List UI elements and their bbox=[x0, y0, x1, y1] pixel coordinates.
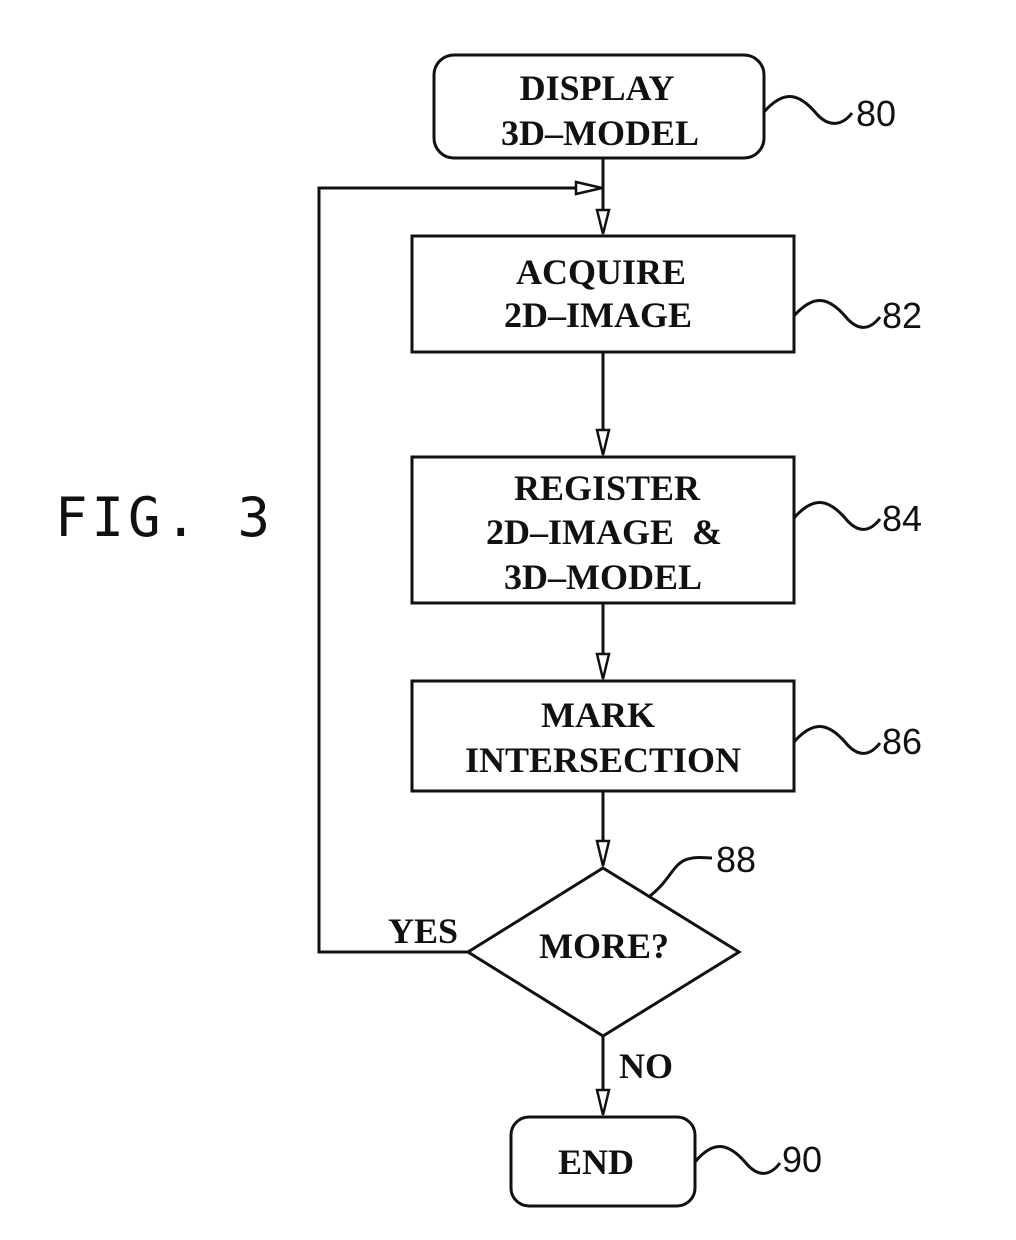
step-82-line-1: ACQUIRE bbox=[516, 252, 686, 292]
step-90-node: END bbox=[511, 1117, 695, 1206]
no-label: NO bbox=[619, 1046, 673, 1086]
leader-90 bbox=[695, 1147, 780, 1174]
arrowhead-into-88 bbox=[597, 841, 609, 866]
arrowhead-into-90 bbox=[597, 1090, 609, 1115]
step-90-line-1: END bbox=[558, 1142, 634, 1182]
step-82-line-2: 2D–IMAGE bbox=[504, 295, 692, 335]
arrowhead-into-82 bbox=[597, 210, 609, 234]
ref-90: 90 bbox=[782, 1139, 822, 1180]
step-84-line-2: 2D–IMAGE & bbox=[486, 512, 722, 552]
ref-86: 86 bbox=[882, 721, 922, 762]
arrowhead-into-84 bbox=[597, 430, 609, 455]
step-84-line-1: REGISTER bbox=[514, 468, 701, 508]
ref-80: 80 bbox=[856, 93, 896, 134]
ref-88: 88 bbox=[716, 839, 756, 880]
step-82-node: ACQUIRE 2D–IMAGE bbox=[412, 236, 794, 352]
step-80-line-1: DISPLAY bbox=[520, 68, 675, 108]
ref-82: 82 bbox=[882, 295, 922, 336]
yes-label: YES bbox=[388, 911, 458, 951]
step-86-node: MARK INTERSECTION bbox=[412, 681, 794, 791]
step-84-node: REGISTER 2D–IMAGE & 3D–MODEL bbox=[412, 457, 794, 603]
leader-82 bbox=[794, 301, 880, 328]
ref-84: 84 bbox=[882, 498, 922, 539]
step-80-node: DISPLAY 3D–MODEL bbox=[434, 55, 764, 158]
decision-text: MORE? bbox=[539, 926, 669, 966]
arrowhead-loop bbox=[576, 182, 602, 194]
step-86-line-1: MARK bbox=[541, 695, 655, 735]
leader-80 bbox=[764, 97, 852, 124]
step-86-line-2: INTERSECTION bbox=[465, 740, 741, 780]
leader-86 bbox=[794, 727, 880, 754]
step-88-decision: MORE? bbox=[468, 868, 739, 1036]
arrowhead-into-86 bbox=[597, 654, 609, 679]
leader-84 bbox=[794, 503, 880, 530]
step-84-line-3: 3D–MODEL bbox=[504, 557, 702, 597]
step-80-line-2: 3D–MODEL bbox=[501, 113, 699, 153]
leader-88 bbox=[650, 858, 712, 897]
figure-label: FIG. 3 bbox=[55, 486, 274, 549]
